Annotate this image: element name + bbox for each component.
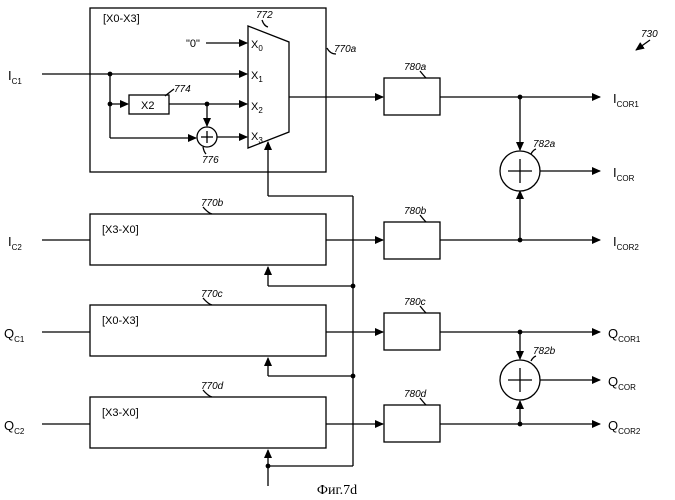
block-770b-ref: 770b [201, 198, 224, 209]
input-qc1-sub: C1 [14, 335, 25, 344]
filter-780b [384, 222, 440, 259]
block-770b [90, 214, 326, 265]
output-icor2-sub: COR2 [617, 243, 640, 252]
output-qcor1-sub: COR1 [618, 335, 641, 344]
input-qc1: QC1 [4, 326, 25, 344]
ctrl-junction-c [351, 374, 356, 379]
output-icor-sub: COR [617, 174, 635, 183]
summer-782a-leader [531, 149, 536, 154]
output-qcor-main: Q [608, 374, 618, 389]
ctrl-junction-d [266, 464, 271, 469]
output-qcor2-main: Q [608, 418, 618, 433]
input-qc2-sub: C2 [14, 427, 25, 436]
input-ic1-sub: C1 [12, 77, 23, 86]
ctrl-junction-b [351, 284, 356, 289]
figure-caption: Фиг.7d [317, 483, 357, 498]
filter-780d [384, 405, 440, 442]
output-qcor-sub: COR [618, 383, 636, 392]
block-770c-label: [X0-X3] [102, 315, 139, 327]
mux-input-x1-sub: 1 [258, 75, 263, 84]
input-qc1-main: Q [4, 326, 14, 341]
input-qc2-main: Q [4, 418, 14, 433]
input-ic1: IC1 [8, 68, 22, 86]
output-qcor: QCOR [608, 374, 636, 392]
doubler-label: X2 [141, 100, 154, 112]
input-ic2-sub: C2 [12, 243, 23, 252]
filter-780c-ref: 780c [404, 297, 426, 308]
block-770c [90, 305, 326, 356]
mux-ref: 772 [256, 10, 273, 21]
block-770b-label: [X3-X0] [102, 224, 139, 236]
mux-input-x0-sub: 0 [258, 44, 263, 53]
figure-ref-arrow [636, 40, 650, 50]
output-icor: ICOR [613, 165, 635, 183]
output-qcor1-main: Q [608, 326, 618, 341]
block-770c-ref: 770c [201, 289, 223, 300]
block-770d-ref: 770d [201, 381, 224, 392]
filter-780d-ref: 780d [404, 389, 427, 400]
input-qc2: QC2 [4, 418, 25, 436]
filter-780c [384, 313, 440, 350]
output-qcor1: QCOR1 [608, 326, 641, 344]
output-icor1-sub: COR1 [617, 100, 640, 109]
output-qcor2: QCOR2 [608, 418, 641, 436]
summer-782a-ref: 782a [533, 139, 556, 150]
output-icor1: ICOR1 [613, 91, 639, 109]
block-770d [90, 397, 326, 448]
output-qcor2-sub: COR2 [618, 427, 641, 436]
filter-780a-ref: 780a [404, 62, 427, 73]
output-icor2: ICOR2 [613, 234, 639, 252]
adder-ref: 776 [202, 155, 219, 166]
filter-780b-ref: 780b [404, 206, 427, 217]
filter-780a [384, 78, 440, 115]
summer-782b-leader [531, 356, 536, 361]
block-770d-label: [X3-X0] [102, 407, 139, 419]
mux-input-x3-sub: 3 [258, 136, 263, 145]
figure-ref-label: 730 [641, 29, 658, 40]
zero-input-label: "0" [186, 38, 200, 50]
block-770a-ref: 770a [334, 44, 357, 55]
block-770a-label: [X0-X3] [103, 13, 140, 25]
mux-input-x2-sub: 2 [258, 106, 263, 115]
doubler-ref: 774 [174, 84, 191, 95]
input-ic2: IC2 [8, 234, 22, 252]
summer-782b-ref: 782b [533, 346, 556, 357]
